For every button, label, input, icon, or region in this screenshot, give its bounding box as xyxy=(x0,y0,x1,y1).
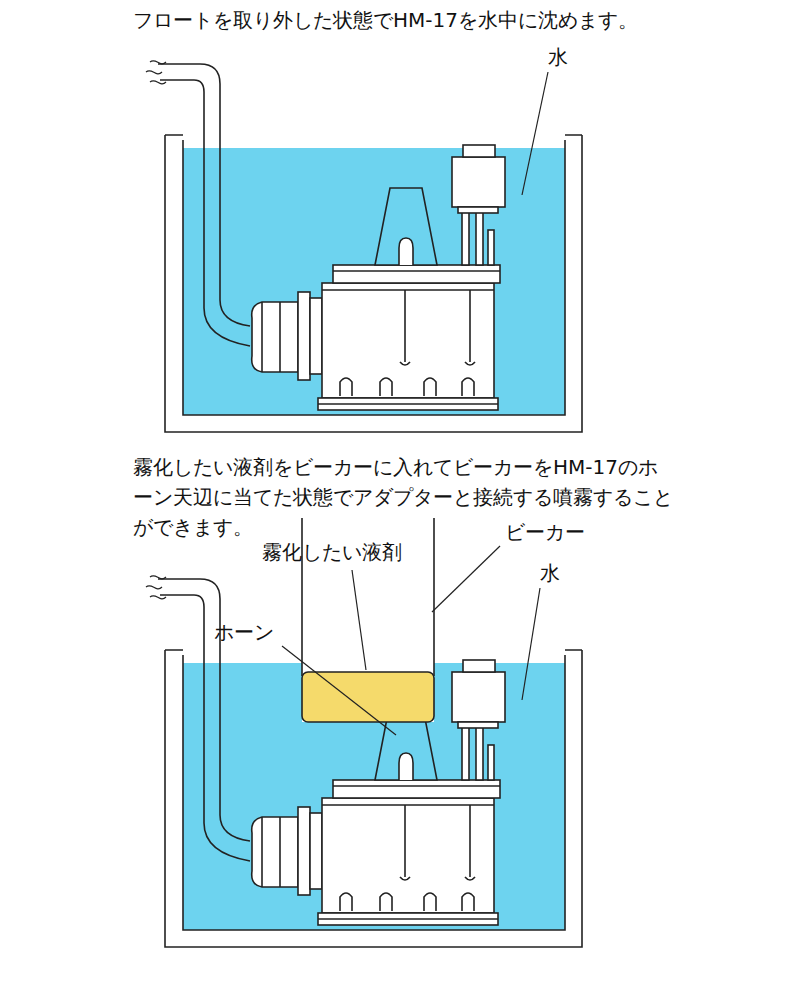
instruction-text: 霧化したい液剤をビーカーに入れてビーカーをHM-17のホーン天辺に当てた状態でア… xyxy=(133,452,673,542)
liquid-label: 霧化したい液剤 xyxy=(262,537,402,567)
tank-scene xyxy=(146,61,582,432)
leader-lines xyxy=(282,72,548,735)
horn-label: ホーン xyxy=(214,617,274,647)
tank-scene xyxy=(146,576,582,947)
water-label: 水 xyxy=(540,558,560,588)
water-label: 水 xyxy=(548,42,568,72)
beaker-label: ビーカー xyxy=(505,517,585,547)
instruction-text: フロートを取り外した状態でHM-17を水中に沈めます。 xyxy=(133,5,638,35)
